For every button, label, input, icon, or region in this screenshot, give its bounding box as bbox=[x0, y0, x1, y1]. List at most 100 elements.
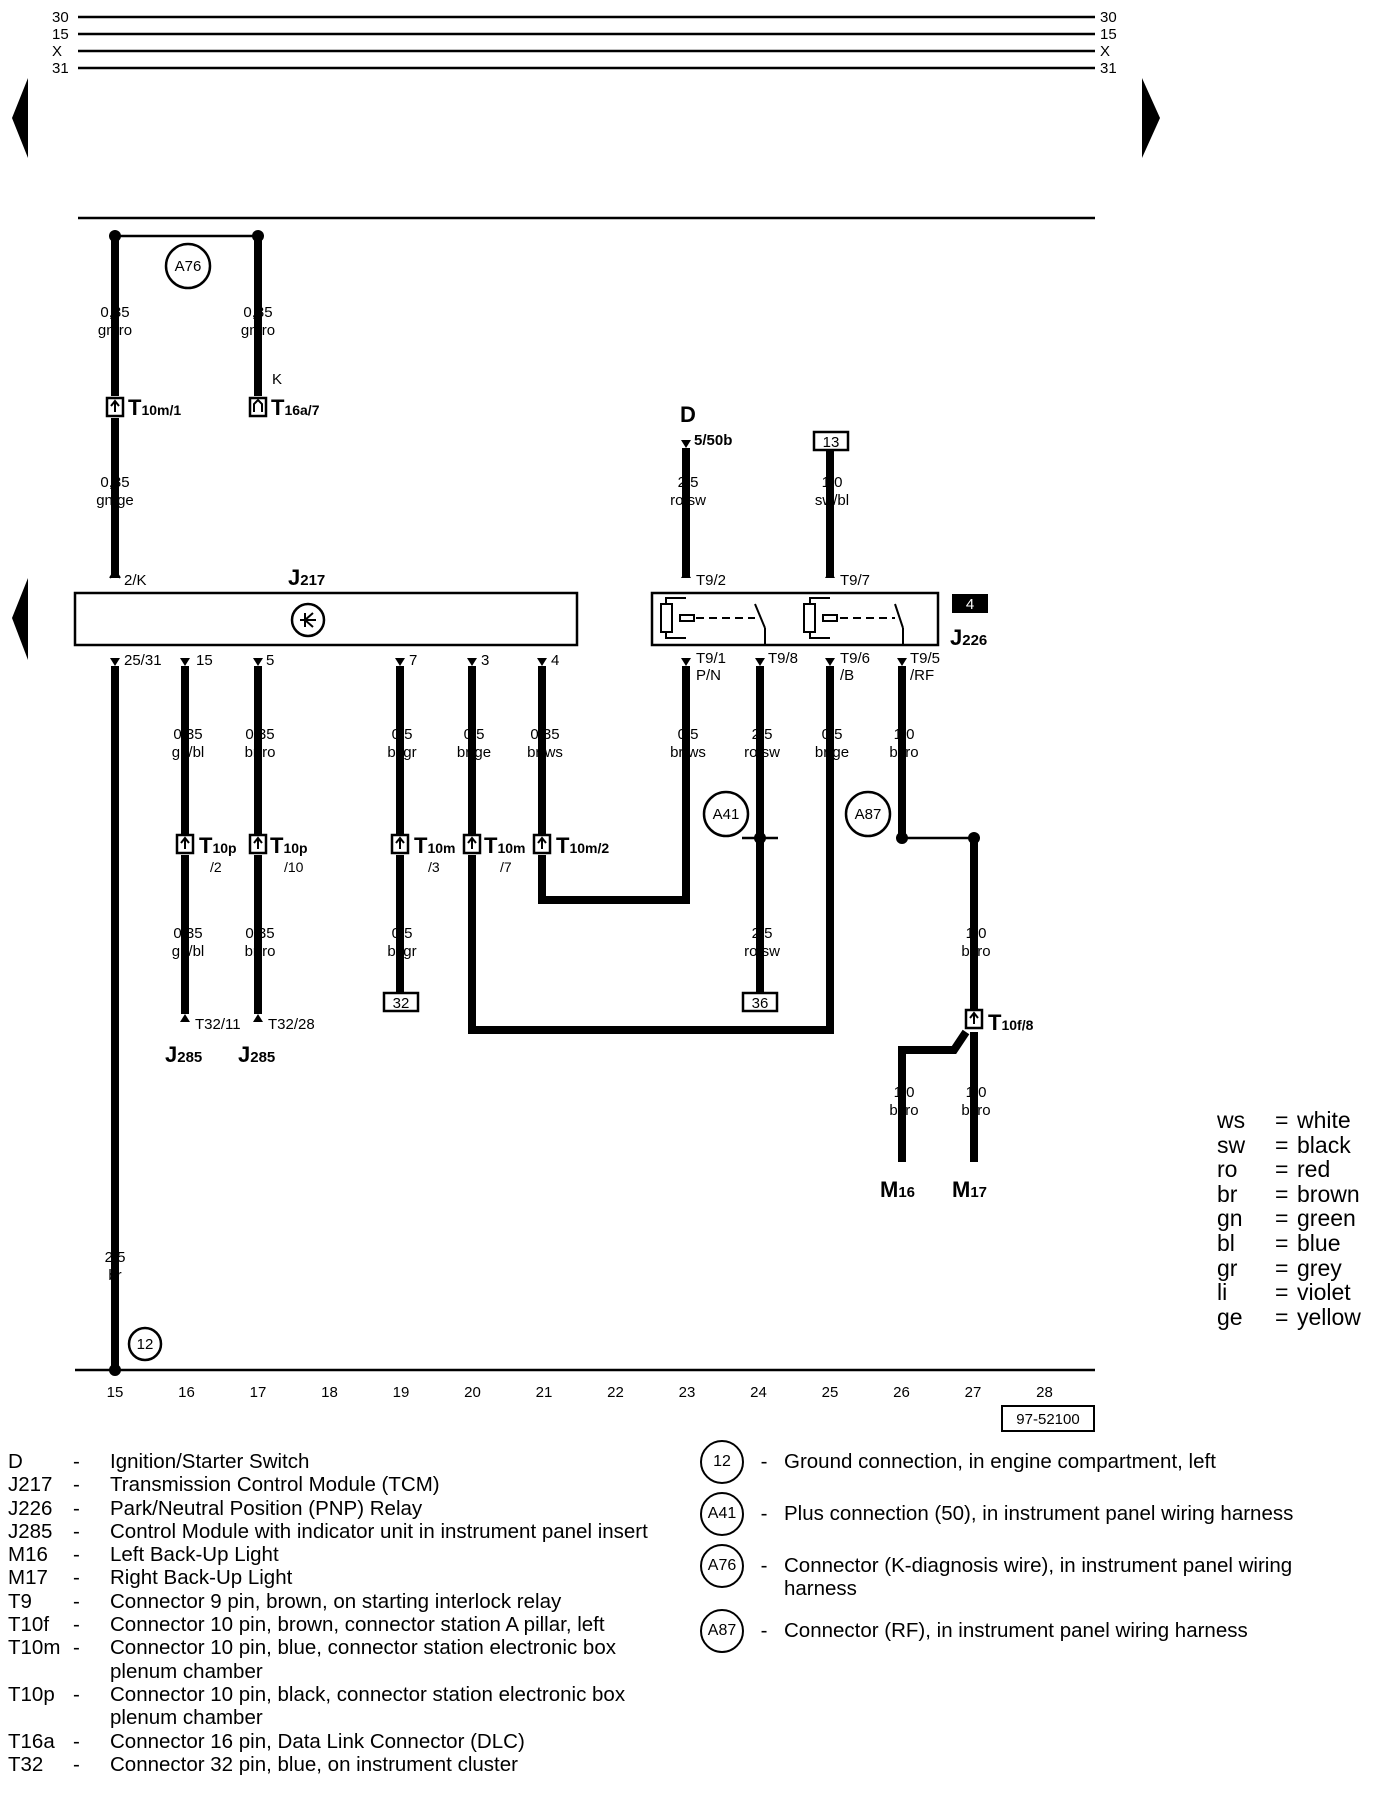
box-label: 13 bbox=[823, 434, 840, 451]
pin-label: 5/50b bbox=[694, 432, 732, 449]
wire-color: gn/bl bbox=[172, 943, 205, 960]
wire-color: ro/sw bbox=[744, 943, 780, 960]
next-page-arrow-icon[interactable] bbox=[1142, 78, 1160, 158]
connector-label: T10m bbox=[484, 833, 525, 858]
legend-dash: - bbox=[73, 1450, 80, 1473]
pin-label: K bbox=[272, 371, 282, 388]
legend-description: Park/Neutral Position (PNP) Relay bbox=[110, 1496, 423, 1520]
location-legend-row: 12-Ground connection, in engine compartm… bbox=[700, 1440, 1370, 1484]
rail-label-left: X bbox=[52, 43, 62, 60]
j217-pins: 25/31 15 5 7 3 4 bbox=[110, 652, 559, 669]
reference-box-32 bbox=[382, 991, 420, 1013]
wire-gauge: 0,5 bbox=[822, 726, 843, 743]
legend-code: T10p bbox=[8, 1682, 55, 1706]
legend-code: D bbox=[8, 1450, 23, 1473]
legend-code: T10m bbox=[8, 1636, 61, 1660]
legend-dash: - bbox=[73, 1636, 80, 1660]
j217-box bbox=[73, 591, 579, 647]
ignition-switch-d: D 5/50b 2,5 ro/sw T9/2 bbox=[670, 402, 732, 589]
component-label-j285: J285 bbox=[165, 1042, 202, 1067]
reference-box-36 bbox=[741, 991, 779, 1013]
wire-color: ro/sw bbox=[744, 744, 780, 761]
legend-description: Control Module with indicator unit in in… bbox=[110, 1519, 648, 1543]
location-badge-icon: 12 bbox=[700, 1440, 744, 1484]
legend-description: Left Back-Up Light bbox=[110, 1543, 279, 1567]
location-description: Ground connection, in engine compartment… bbox=[784, 1450, 1216, 1473]
color-name: red bbox=[1297, 1156, 1331, 1183]
legend-dash: - bbox=[73, 1543, 80, 1567]
color-name: grey bbox=[1297, 1254, 1342, 1281]
legend-dash: - bbox=[73, 1613, 80, 1637]
wire-color: bl/ro bbox=[889, 744, 918, 761]
color-code: ro bbox=[1217, 1156, 1238, 1183]
column-number: 25 bbox=[822, 1384, 839, 1401]
color-code: gn bbox=[1217, 1205, 1243, 1232]
rail-label-right: 15 bbox=[1100, 26, 1117, 43]
color-key-row: ws=white bbox=[1217, 1108, 1361, 1133]
color-key-row: br = brown bbox=[1217, 1182, 1361, 1207]
color-name: violet bbox=[1297, 1279, 1351, 1306]
column-number: 21 bbox=[536, 1384, 553, 1401]
location-description: Connector (RF), in instrument panel wiri… bbox=[784, 1618, 1248, 1642]
pin-label: 7 bbox=[409, 652, 417, 669]
component-label-j217: J217 bbox=[288, 565, 325, 590]
rail-label-right: 31 bbox=[1100, 60, 1117, 77]
pin-label: T9/7 bbox=[840, 572, 870, 589]
legend-row: T32-Connector 32 pin, blue, on instrumen… bbox=[8, 1753, 688, 1776]
color-name: brown bbox=[1297, 1180, 1360, 1207]
column-number: 24 bbox=[750, 1384, 767, 1401]
wire-gauge: 0,5 bbox=[392, 726, 413, 743]
legend-code: M17 bbox=[8, 1566, 48, 1590]
legend-description: Connector 10 pin, brown, connector stati… bbox=[110, 1613, 605, 1637]
color-code: br bbox=[1217, 1180, 1238, 1207]
equals-sign: = bbox=[1275, 1131, 1289, 1158]
wire-gauge: 0,35 bbox=[100, 304, 129, 321]
continuation-arrow-icon[interactable] bbox=[12, 578, 28, 660]
circle-label: 12 bbox=[137, 1336, 154, 1353]
pin-label: T9/6 bbox=[840, 650, 870, 667]
wire-color: bl/ro bbox=[961, 943, 990, 960]
column-number: 27 bbox=[965, 1384, 982, 1401]
j217-module: J217 bbox=[73, 565, 579, 647]
equals-sign: = bbox=[1275, 1180, 1289, 1207]
color-code: sw bbox=[1217, 1131, 1246, 1158]
relay-switch-icon bbox=[894, 603, 904, 645]
legend-row: T10f-Connector 10 pin, brown, connector … bbox=[8, 1613, 688, 1636]
color-key-row: bl=blue bbox=[1217, 1231, 1361, 1256]
legend-row: M17 - Right Back-Up Light bbox=[8, 1566, 688, 1589]
legend-dash: - bbox=[73, 1566, 80, 1590]
wire-color: gn/bl bbox=[172, 744, 205, 761]
equals-sign: = bbox=[1275, 1156, 1289, 1183]
legend-row: T10m-Connector 10 pin, blue, connector s… bbox=[8, 1636, 688, 1683]
color-code: bl bbox=[1217, 1229, 1235, 1256]
connector-label: T16a/7 bbox=[271, 395, 320, 420]
previous-page-arrow-icon[interactable] bbox=[12, 78, 28, 158]
location-legend-row: A76-Connector (K-diagnosis wire), in ins… bbox=[700, 1544, 1370, 1601]
ground-12-icon bbox=[127, 1326, 163, 1362]
wire-gauge: 1,0 bbox=[894, 726, 915, 743]
pin-label: 4 bbox=[551, 652, 559, 669]
pin-label: /B bbox=[840, 667, 854, 684]
color-name: black bbox=[1297, 1131, 1351, 1158]
legend-description: Right Back-Up Light bbox=[110, 1566, 293, 1590]
wire-gauge: 2,5 bbox=[752, 925, 773, 942]
connector-a87-icon bbox=[844, 790, 892, 838]
legend-description: Connector 10 pin, black, connector stati… bbox=[110, 1682, 626, 1730]
column-number: 28 bbox=[1036, 1384, 1053, 1401]
j226-output-wires: 0,5 br/ws 2,5 ro/sw A41 2,5 ro/sw 36 0,5… bbox=[670, 666, 1034, 1202]
wire-gauge: 1,0 bbox=[894, 1084, 915, 1101]
location-badge-icon: A87 bbox=[700, 1608, 744, 1653]
connector-label: T10m bbox=[414, 833, 455, 858]
legend-dash: - bbox=[73, 1589, 80, 1613]
location-badge-icon: A76 bbox=[700, 1544, 744, 1588]
power-rails: 30 15 X 31 30 15 X 31 bbox=[52, 9, 1117, 77]
wire-gauge: 2,5 bbox=[105, 1249, 126, 1266]
column-number: 26 bbox=[893, 1384, 910, 1401]
connector-a41-icon bbox=[702, 790, 750, 838]
pin-label: 5 bbox=[266, 652, 274, 669]
pin-label: T9/2 bbox=[696, 572, 726, 589]
equals-sign: = bbox=[1275, 1229, 1289, 1256]
legend-row: T9-Connector 9 pin, brown, on starting i… bbox=[8, 1590, 688, 1613]
